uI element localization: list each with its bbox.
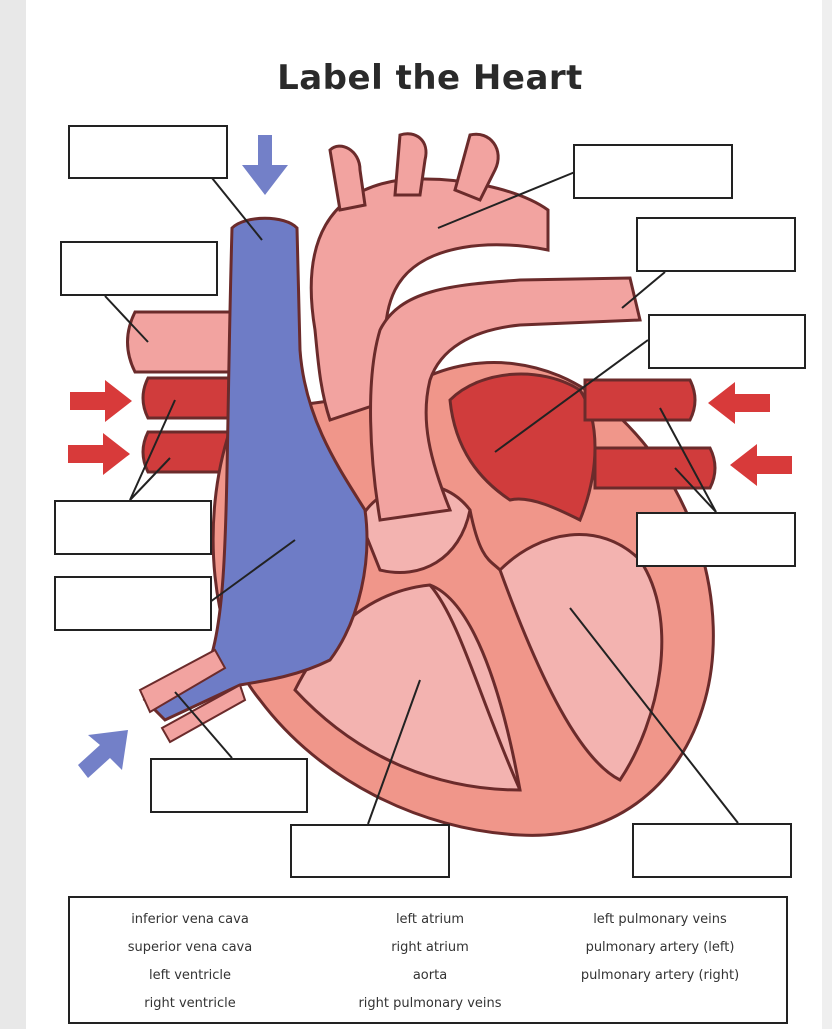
label-box-pulmonary-artery-right[interactable] [60, 241, 218, 296]
label-box-inferior-vena-cava[interactable] [150, 758, 308, 813]
label-box-right-pulmonary-veins[interactable] [54, 500, 212, 555]
word-bank-column-2: left atrium right atrium aorta right pul… [320, 906, 540, 1018]
word-bank-item: left pulmonary veins [550, 906, 770, 934]
word-bank-item: pulmonary artery (right) [550, 962, 770, 990]
label-box-pulmonary-artery-left[interactable] [636, 217, 796, 272]
word-bank: inferior vena cava superior vena cava le… [68, 896, 788, 1024]
label-box-superior-vena-cava[interactable] [68, 125, 228, 179]
arrow-up-right-blue-icon [78, 730, 128, 778]
word-bank-column-1: inferior vena cava superior vena cava le… [90, 906, 290, 1018]
arrow-left-red-icon [708, 382, 792, 486]
word-bank-item: pulmonary artery (left) [550, 934, 770, 962]
word-bank-item: inferior vena cava [90, 906, 290, 934]
label-box-left-pulmonary-veins[interactable] [636, 512, 796, 567]
word-bank-column-3: left pulmonary veins pulmonary artery (l… [550, 906, 770, 990]
label-box-right-ventricle[interactable] [290, 824, 450, 878]
word-bank-item: right atrium [320, 934, 540, 962]
arrow-right-red-icon [68, 380, 132, 475]
word-bank-item: left atrium [320, 906, 540, 934]
arrow-down-blue-icon [242, 135, 288, 195]
label-box-left-atrium[interactable] [648, 314, 806, 369]
word-bank-item: left ventricle [90, 962, 290, 990]
label-box-right-atrium[interactable] [54, 576, 212, 631]
word-bank-item: superior vena cava [90, 934, 290, 962]
label-box-aorta[interactable] [573, 144, 733, 199]
word-bank-item: right ventricle [90, 990, 290, 1018]
word-bank-item: aorta [320, 962, 540, 990]
label-box-left-ventricle[interactable] [632, 823, 792, 878]
word-bank-item: right pulmonary veins [320, 990, 540, 1018]
